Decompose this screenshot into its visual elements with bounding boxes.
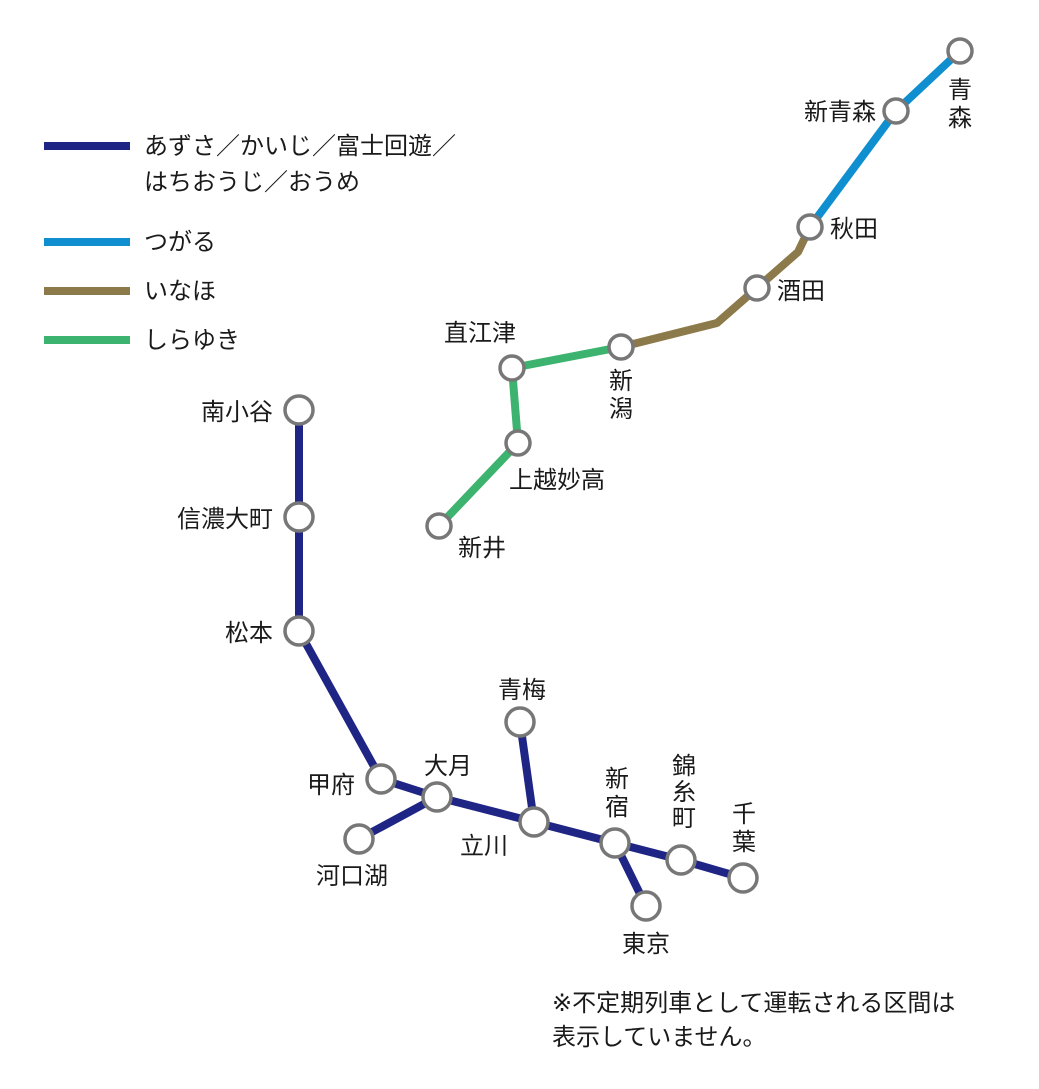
station-label-shinano-omachi: 信濃大町 [177,505,273,533]
station-label-ome: 青梅 [498,676,546,704]
station-label-shinjuku: 新宿 [605,765,629,821]
legend-swatch-shirayuki [44,336,130,344]
station-ome-marker[interactable] [504,706,536,738]
station-sakata-marker[interactable] [743,274,771,302]
station-label-matsumoto: 松本 [225,619,273,647]
station-kofu-marker[interactable] [365,763,397,795]
station-niigata-marker[interactable] [607,333,635,361]
station-shinano-omachi-marker[interactable] [283,501,315,533]
legend-item-azusa: あずさ／かいじ／富士回遊／ はちおうじ／おうめ [44,124,564,220]
station-aomori-marker[interactable] [946,37,974,65]
legend-swatch-azusa [44,142,130,150]
legend-item-shirayuki: しらゆき [44,318,564,367]
station-label-arai: 新井 [458,534,506,562]
station-minami-otari-marker[interactable] [283,394,315,426]
station-kinshicho-marker[interactable] [665,844,697,876]
station-label-chiba: 千葉 [732,800,756,856]
station-label-kawaguchiko: 河口湖 [316,862,388,890]
station-naoetsu-marker[interactable] [498,354,526,382]
route-shirayuki [435,343,625,530]
legend-label-shirayuki: しらゆき [144,326,240,354]
station-label-niigata: 新潟 [609,367,633,423]
station-label-aomori: 青森 [948,76,972,132]
station-label-otsuki: 大月 [424,752,472,780]
legend-swatch-inaho [44,287,130,295]
legend-swatch-tsugaru [44,238,130,246]
station-joetsu-myoko-marker[interactable] [504,429,532,457]
legend-label-tsugaru: つがる [144,228,216,256]
station-shin-aomori-marker[interactable] [882,97,910,125]
route-tsugaru [806,47,964,231]
station-kawaguchiko-marker[interactable] [343,823,375,855]
station-shinjuku-marker[interactable] [599,827,631,859]
station-otsuki-marker[interactable] [421,781,453,813]
legend-item-inaho: いなほ [44,269,564,318]
station-label-tachikawa: 立川 [460,832,508,860]
station-label-kinshicho: 錦糸町 [672,752,696,832]
footnote: ※不定期列車として運転される区間は 表示していません。 [552,989,956,1051]
station-label-tokyo: 東京 [622,930,670,958]
route-ome [516,718,538,826]
station-matsumoto-marker[interactable] [283,615,315,647]
station-tokyo-marker[interactable] [630,890,662,922]
station-label-kofu: 甲府 [307,771,355,799]
station-chiba-marker[interactable] [727,862,759,894]
station-tachikawa-marker[interactable] [518,806,550,838]
legend-item-tsugaru: つがる [44,220,564,269]
station-label-sakata: 酒田 [777,277,825,305]
legend-label-azusa: あずさ／かいじ／富士回遊／ はちおうじ／おうめ [144,132,456,196]
station-label-akita: 秋田 [830,215,878,243]
legend: あずさ／かいじ／富士回遊／ はちおうじ／おうめ つがる いなほ しらゆき [44,124,564,367]
station-akita-marker[interactable] [796,213,824,241]
legend-label-inaho: いなほ [144,277,216,305]
station-label-naoetsu: 直江津 [444,319,516,347]
station-label-minami-otari: 南小谷 [201,398,273,426]
station-label-shin-aomori: 新青森 [804,98,876,126]
station-arai-marker[interactable] [425,512,453,540]
station-label-joetsu-myoko: 上越妙高 [509,466,605,494]
